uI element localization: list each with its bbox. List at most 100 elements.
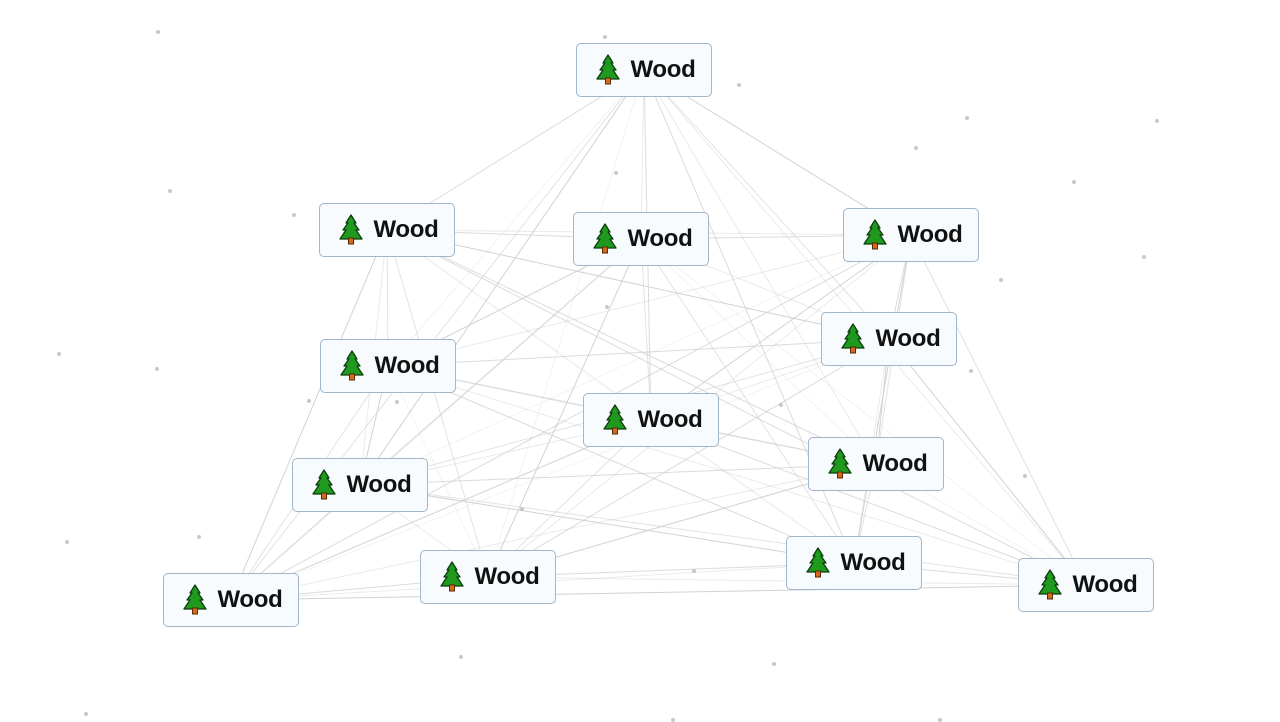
particle-dot [292,213,296,217]
connection-line [387,338,890,367]
connection-line [387,365,855,564]
particle-dot [772,662,776,666]
connection-line [487,338,890,578]
element-label: Wood [875,325,941,352]
connection-line [230,338,890,601]
particle-dot [1023,474,1027,478]
evergreen-tree-icon [1035,569,1065,601]
element-item-wood[interactable]: Wood [292,458,428,512]
particle-dot [57,352,61,356]
evergreen-tree-icon [309,469,339,501]
particle-dot [614,171,618,175]
particle-dot [603,35,607,39]
particle-dot [969,369,973,373]
particle-dot [168,189,172,193]
particle-dot [84,712,88,716]
particle-dot [65,540,69,544]
particle-dot [1142,255,1146,259]
particle-dot [737,83,741,87]
evergreen-tree-icon [593,54,623,86]
particle-dot [197,535,201,539]
particle-dot [914,146,918,150]
particle-dot [156,30,160,34]
connection-line [359,69,645,486]
connection-line [387,69,645,367]
particle-dot [155,367,159,371]
particle-dot [965,116,969,120]
connection-line [387,365,489,578]
evergreen-tree-icon [825,448,855,480]
connection-line [650,234,912,421]
connection-line [387,234,912,367]
connection-line [386,229,890,340]
connection-line [640,69,645,240]
particle-dot [692,569,696,573]
connection-line [230,238,642,601]
connection-line [230,419,652,601]
particle-dot [1072,180,1076,184]
particle-dot [395,400,399,404]
connection-line [230,584,1087,601]
element-item-wood[interactable]: Wood [786,536,922,590]
connection-line [487,69,645,578]
connection-line [640,238,877,465]
connection-line [643,69,877,465]
evergreen-tree-icon [337,350,367,382]
connection-line [487,238,642,578]
element-item-wood[interactable]: Wood [576,43,712,97]
element-item-wood[interactable]: Wood [843,208,979,262]
connection-line [650,419,1087,586]
connection-line [386,229,652,421]
element-item-wood[interactable]: Wood [573,212,709,266]
element-item-wood[interactable]: Wood [808,437,944,491]
particle-dot [938,718,942,722]
connection-line [643,69,912,236]
connection-line [230,234,912,601]
element-item-wood[interactable]: Wood [1018,558,1154,612]
element-label: Wood [862,450,928,477]
connection-line [888,338,1087,586]
element-item-wood[interactable]: Wood [320,339,456,393]
connection-line [640,238,652,421]
element-label: Wood [474,563,540,590]
element-label: Wood [373,216,439,243]
connection-line [643,69,890,340]
connection-line [359,238,642,486]
evergreen-tree-icon [860,219,890,251]
element-label: Wood [897,221,963,248]
connection-line [359,484,1087,586]
particle-dot [671,718,675,722]
element-item-wood[interactable]: Wood [583,393,719,447]
element-label: Wood [217,586,283,613]
element-item-wood[interactable]: Wood [420,550,556,604]
connection-line [230,229,388,601]
element-label: Wood [346,471,412,498]
connection-line [359,234,912,486]
element-item-wood[interactable]: Wood [163,573,299,627]
connection-line [359,463,877,486]
connection-line [386,229,1087,586]
connection-line [386,229,877,465]
connection-line [230,463,877,601]
element-label: Wood [630,56,696,83]
evergreen-tree-icon [437,561,467,593]
particle-dot [605,305,609,309]
element-label: Wood [840,549,906,576]
element-item-wood[interactable]: Wood [319,203,455,257]
connection-line [910,234,1087,586]
connection-line [359,484,855,564]
connection-line [640,238,1087,586]
element-item-wood[interactable]: Wood [821,312,957,366]
connection-line [640,238,855,564]
particle-dot [459,655,463,659]
evergreen-tree-icon [336,214,366,246]
element-label: Wood [627,225,693,252]
particle-dot [307,399,311,403]
evergreen-tree-icon [803,547,833,579]
particle-dot [779,403,783,407]
particle-dot [999,278,1003,282]
evergreen-tree-icon [600,404,630,436]
connection-line [387,365,1087,586]
connection-line [386,229,489,578]
